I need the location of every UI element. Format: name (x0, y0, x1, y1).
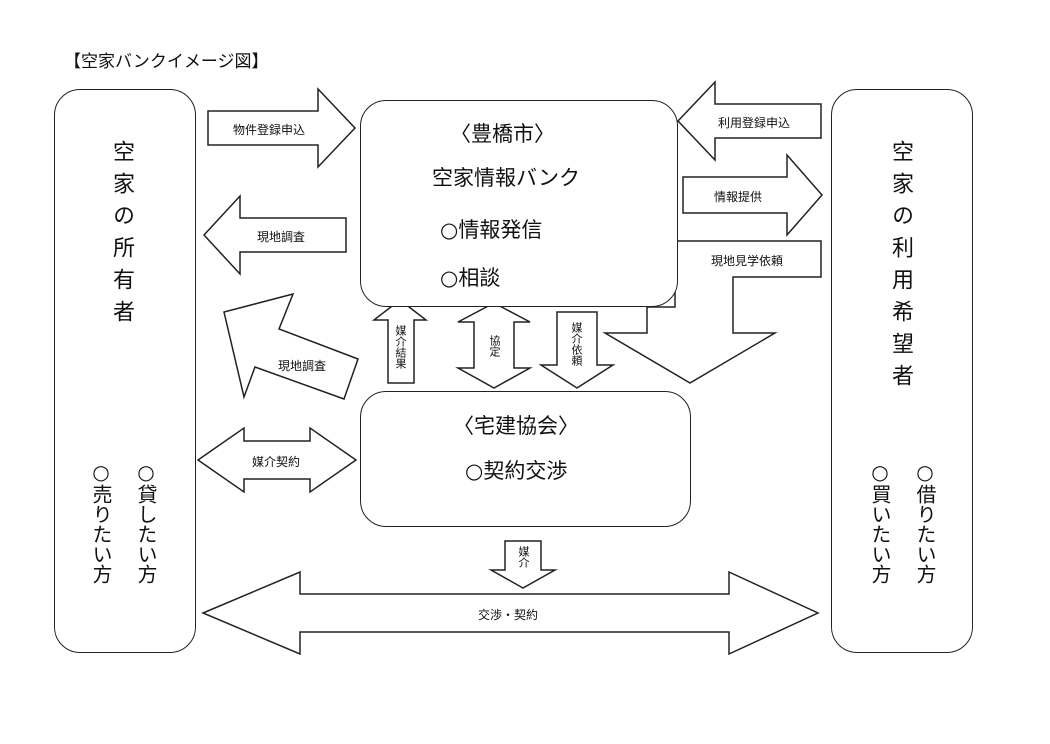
arrow-agency-contract (196, 426, 358, 494)
label-property-registration: 物件登録申込 (233, 123, 306, 137)
arrow-agency-request (538, 311, 616, 389)
label-site-survey-1: 現地調査 (257, 230, 306, 244)
label-usage-registration: 利用登録申込 (718, 116, 791, 130)
arrow-site-survey-1 (202, 194, 347, 276)
label-site-visit-request: 現地見学依頼 (711, 254, 784, 268)
user-type-buy: ○買いたい方 (868, 460, 892, 584)
arrow-site-visit-request (602, 240, 822, 384)
label-site-survey-2: 現地調査 (278, 359, 327, 373)
user-heading: 空家の利用希望者 (888, 140, 913, 396)
arrow-agency (488, 540, 558, 589)
arrow-agreement (455, 302, 533, 389)
owner-type-rent: ○貸したい方 (134, 460, 158, 584)
label-agency-result: 媒介結果 (394, 325, 407, 369)
owner-heading: 空家の所有者 (109, 140, 134, 332)
city-box (360, 100, 678, 307)
label-agency-request: 媒介依頼 (570, 322, 583, 366)
label-agreement: 協定 (488, 335, 501, 357)
label-negotiation-contract: 交渉・契約 (478, 608, 539, 622)
realtor-org: 〈宅建協会〉 (453, 414, 579, 438)
label-info-provision: 情報提供 (714, 190, 763, 204)
owner-type-sell: ○売りたい方 (89, 460, 113, 584)
user-box (831, 89, 973, 653)
label-agency-contract: 媒介契約 (252, 455, 301, 469)
label-agency: 媒介 (517, 546, 530, 568)
arrow-negotiation-contract (201, 570, 820, 656)
diagram-title: 【空家バンクイメージ図】 (64, 52, 269, 72)
arrow-usage-registration (676, 80, 822, 162)
user-type-borrow: ○借りたい方 (913, 460, 937, 584)
city-service-info: ○情報発信 (440, 218, 543, 242)
city-bank-name: 空家情報バンク (432, 166, 581, 190)
city-service-consult: ○相談 (440, 266, 501, 290)
city-org: 〈豊橋市〉 (450, 122, 555, 146)
owner-box (54, 89, 196, 653)
arrow-info-provision (682, 153, 823, 237)
realtor-service-negotiation: ○契約交渉 (465, 459, 568, 483)
arrow-property-registration (207, 87, 357, 169)
arrow-site-survey-2 (223, 292, 359, 400)
realtor-box (360, 391, 691, 527)
